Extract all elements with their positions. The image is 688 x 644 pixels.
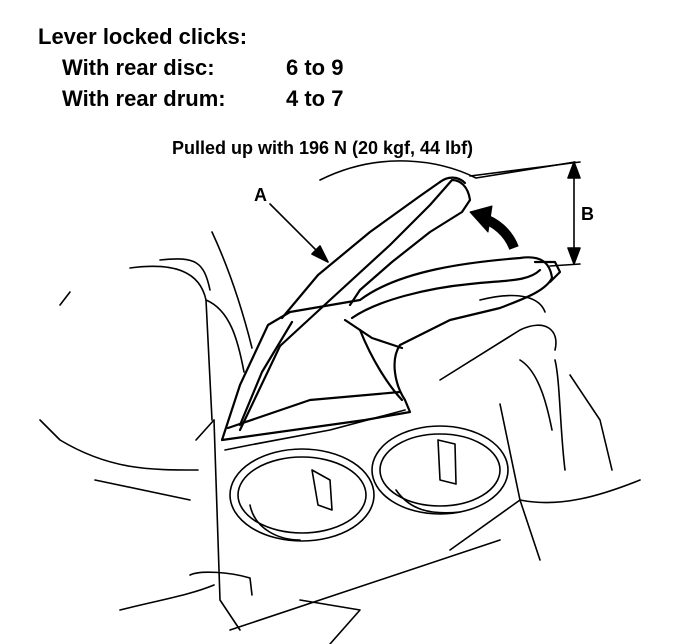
callout-a-label: A bbox=[254, 185, 267, 205]
leader-line-a bbox=[269, 203, 329, 263]
rear-disc-label: With rear disc: bbox=[62, 55, 215, 80]
rear-disc-value: 6 to 9 bbox=[286, 55, 344, 80]
cup-holders bbox=[224, 409, 509, 542]
dimension-b bbox=[469, 161, 581, 267]
brake-lever bbox=[220, 176, 562, 442]
console-outline bbox=[39, 160, 641, 644]
pull-force-note: Pulled up with 196 N (20 kgf, 44 lbf) bbox=[172, 138, 474, 158]
rear-drum-value: 4 to 7 bbox=[286, 86, 344, 111]
callout-b-label: B bbox=[581, 204, 594, 224]
rear-drum-label: With rear drum: bbox=[62, 86, 226, 111]
spec-title: Lever locked clicks: bbox=[38, 24, 248, 49]
pull-arrow bbox=[469, 205, 519, 251]
